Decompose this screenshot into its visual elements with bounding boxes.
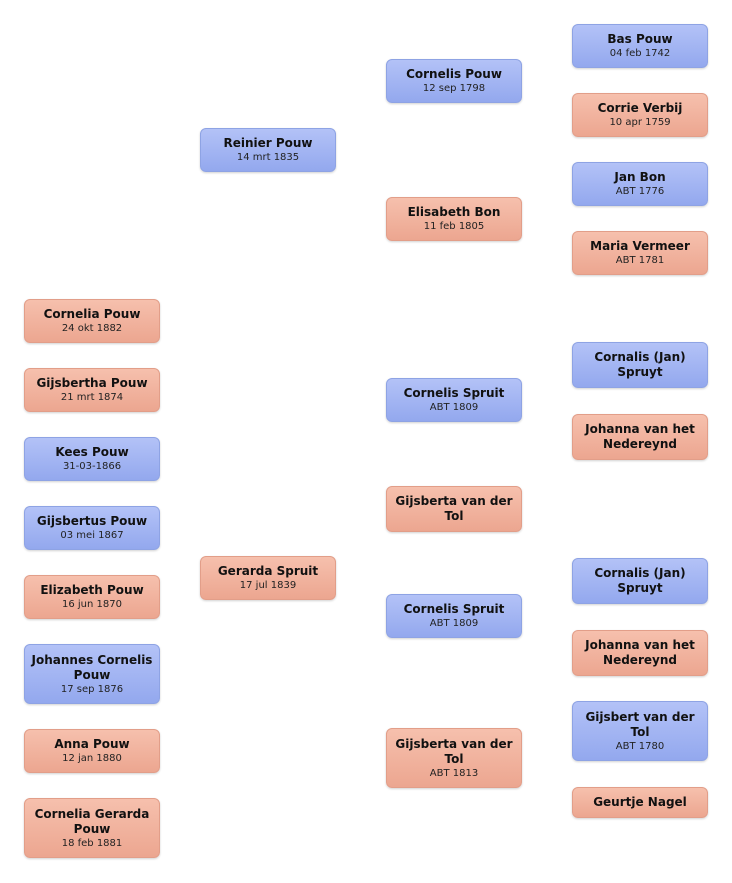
person-name: Gijsbertha Pouw <box>36 376 148 390</box>
person-card-gijsbert-van-der-tol[interactable]: Gijsbert van der Tol ABT 1780 <box>572 701 708 761</box>
person-name: Gijsberta van der Tol <box>395 736 513 766</box>
person-card-cornelia-gerarda-pouw[interactable]: Cornelia Gerarda Pouw 18 feb 1881 <box>24 798 160 858</box>
person-card-kees-pouw[interactable]: Kees Pouw 31-03-1866 <box>24 437 160 481</box>
person-name: Cornalis (Jan) Spruyt <box>594 350 686 379</box>
person-card-gijsberta-van-der-tol[interactable]: Gijsberta van der Tol <box>386 486 522 532</box>
person-date: 04 feb 1742 <box>609 48 671 59</box>
person-name: Elizabeth Pouw <box>40 583 144 597</box>
person-date: 17 sep 1876 <box>60 683 124 695</box>
person-date: 14 mrt 1835 <box>236 152 300 163</box>
person-date: 31-03-1866 <box>62 461 122 472</box>
person-card-johannes-cornelis-pouw[interactable]: Johannes Cornelis Pouw 17 sep 1876 <box>24 644 160 704</box>
person-card-reinier-pouw[interactable]: Reinier Pouw 14 mrt 1835 <box>200 128 336 172</box>
person-card-jan-bon[interactable]: Jan Bon ABT 1776 <box>572 162 708 206</box>
person-name: Cornelis Pouw <box>406 67 502 81</box>
person-date: 17 jul 1839 <box>239 580 297 591</box>
person-date: ABT 1809 <box>429 618 479 629</box>
person-date: 11 feb 1805 <box>423 221 485 232</box>
person-name: Maria Vermeer <box>590 239 690 253</box>
person-card-gijsbertus-pouw[interactable]: Gijsbertus Pouw 03 mei 1867 <box>24 506 160 550</box>
person-name: Johanna van het Nedereynd <box>585 638 695 667</box>
person-card-cornelis-spruit[interactable]: Cornelis Spruit ABT 1809 <box>386 594 522 638</box>
person-card-cornelis-pouw[interactable]: Cornelis Pouw 12 sep 1798 <box>386 59 522 103</box>
person-card-cornelis-spruit[interactable]: Cornelis Spruit ABT 1809 <box>386 378 522 422</box>
person-name: Cornelia Pouw <box>43 307 141 321</box>
person-name: Cornelis Spruit <box>403 386 505 400</box>
person-date: ABT 1780 <box>615 740 665 752</box>
person-name: Bas Pouw <box>607 32 673 46</box>
person-card-geurtje-nagel[interactable]: Geurtje Nagel <box>572 787 708 818</box>
person-name: Gijsbertus Pouw <box>36 514 148 528</box>
person-card-johanna-van-het-nedereynd[interactable]: Johanna van het Nedereynd <box>572 630 708 676</box>
person-date: 24 okt 1882 <box>61 323 123 334</box>
person-date: 10 apr 1759 <box>609 117 671 128</box>
person-name: Cornelia Gerarda Pouw <box>34 806 150 836</box>
person-card-gijsberta-van-der-tol[interactable]: Gijsberta van der Tol ABT 1813 <box>386 728 522 788</box>
person-date: 18 feb 1881 <box>61 837 123 849</box>
person-card-corrie-verbij[interactable]: Corrie Verbij 10 apr 1759 <box>572 93 708 137</box>
person-card-johanna-van-het-nedereynd[interactable]: Johanna van het Nedereynd <box>572 414 708 460</box>
person-name: Corrie Verbij <box>597 101 683 115</box>
person-card-elisabeth-bon[interactable]: Elisabeth Bon 11 feb 1805 <box>386 197 522 241</box>
person-card-elizabeth-pouw[interactable]: Elizabeth Pouw 16 jun 1870 <box>24 575 160 619</box>
person-name: Johannes Cornelis Pouw <box>31 652 153 682</box>
person-date: ABT 1813 <box>429 767 479 779</box>
person-date: 12 sep 1798 <box>422 83 486 94</box>
person-name: Kees Pouw <box>55 445 129 459</box>
person-name: Gijsbert van der Tol <box>585 709 695 739</box>
person-card-gerarda-spruit[interactable]: Gerarda Spruit 17 jul 1839 <box>200 556 336 600</box>
person-name: Gijsberta van der Tol <box>395 494 513 523</box>
person-date: ABT 1781 <box>615 255 665 266</box>
person-date: 16 jun 1870 <box>62 599 122 610</box>
person-name: Johanna van het Nedereynd <box>585 422 695 451</box>
person-name: Geurtje Nagel <box>593 795 687 809</box>
person-card-anna-pouw[interactable]: Anna Pouw 12 jan 1880 <box>24 729 160 773</box>
person-date: ABT 1809 <box>429 402 479 413</box>
person-name: Jan Bon <box>614 170 666 184</box>
person-name: Gerarda Spruit <box>217 564 319 578</box>
person-name: Elisabeth Bon <box>407 205 501 219</box>
person-date: 03 mei 1867 <box>60 530 124 541</box>
person-date: 21 mrt 1874 <box>60 392 124 403</box>
person-card-cornalis-jan-spruyt[interactable]: Cornalis (Jan) Spruyt <box>572 342 708 388</box>
person-name: Anna Pouw <box>54 737 130 751</box>
person-date: ABT 1776 <box>615 186 665 197</box>
person-card-gijsbertha-pouw[interactable]: Gijsbertha Pouw 21 mrt 1874 <box>24 368 160 412</box>
person-card-maria-vermeer[interactable]: Maria Vermeer ABT 1781 <box>572 231 708 275</box>
person-name: Cornelis Spruit <box>403 602 505 616</box>
person-card-bas-pouw[interactable]: Bas Pouw 04 feb 1742 <box>572 24 708 68</box>
person-card-cornalis-jan-spruyt[interactable]: Cornalis (Jan) Spruyt <box>572 558 708 604</box>
person-card-cornelia-pouw[interactable]: Cornelia Pouw 24 okt 1882 <box>24 299 160 343</box>
person-date: 12 jan 1880 <box>62 753 122 764</box>
person-name: Reinier Pouw <box>223 136 313 150</box>
person-name: Cornalis (Jan) Spruyt <box>594 566 686 595</box>
